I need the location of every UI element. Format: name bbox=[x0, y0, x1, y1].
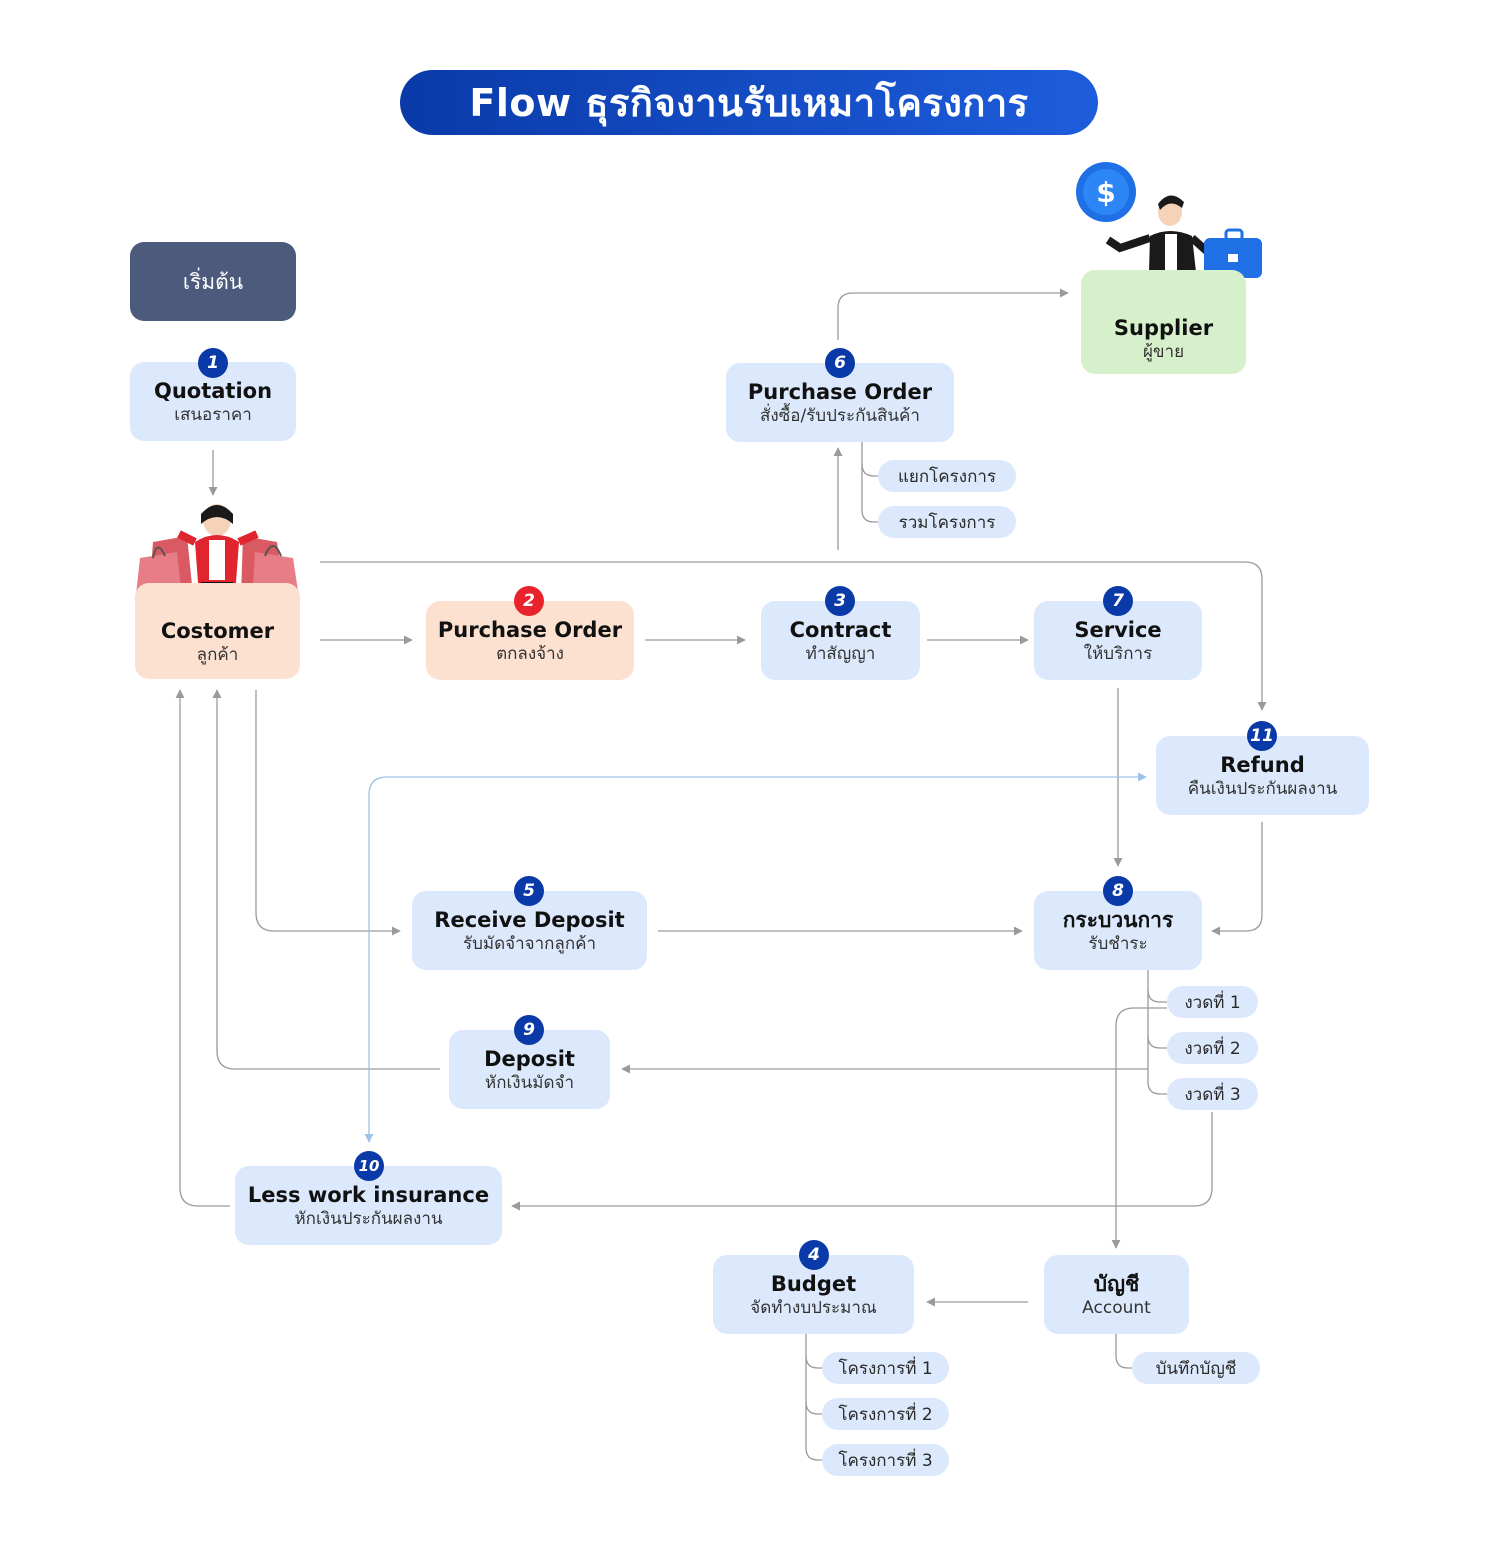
pill-combined-project: รวมโครงการ bbox=[878, 506, 1016, 538]
refund-sub: คืนเงินประกันผลงาน bbox=[1187, 778, 1338, 799]
less-work-title: Less work insurance bbox=[247, 1182, 490, 1207]
deposit-sub: หักเงินมัดจำ bbox=[485, 1072, 574, 1093]
quotation-title: Quotation bbox=[153, 378, 273, 403]
pill-account-record: บันทึกบัญชี bbox=[1132, 1352, 1260, 1384]
contract-sub: ทำสัญญา bbox=[805, 643, 876, 664]
arrow-lesswork-customer bbox=[175, 689, 230, 1207]
refund-title: Refund bbox=[1220, 752, 1305, 777]
supplier-sub: ผู้ขาย bbox=[1142, 342, 1185, 362]
arrow-installment-lesswork bbox=[511, 1112, 1213, 1211]
step-badge-3: 3 bbox=[825, 586, 855, 616]
supplier-person-icon: $ bbox=[1076, 162, 1262, 308]
pill-project-2: โครงการที่ 2 bbox=[822, 1398, 949, 1430]
step-badge-10: 10 bbox=[354, 1151, 384, 1181]
budget-sub: จัดทำงบประมาณ bbox=[750, 1297, 877, 1318]
less-work-sub: หักเงินประกันผลงาน bbox=[294, 1208, 443, 1229]
pill-installment-1: งวดที่ 1 bbox=[1167, 986, 1258, 1018]
po-customer-sub: ตกลงจ้าง bbox=[496, 643, 564, 664]
arrow-po-supplier bbox=[837, 288, 1069, 340]
pill-installment-3: งวดที่ 3 bbox=[1167, 1078, 1258, 1110]
deposit-node: Deposit หักเงินมัดจำ bbox=[449, 1030, 610, 1109]
account-node: บัญชี Account bbox=[1044, 1255, 1189, 1334]
receive-deposit-title: Receive Deposit bbox=[434, 907, 625, 932]
diagram-title: Flow ธุรกิจงานรับเหมาโครงการ bbox=[400, 70, 1098, 135]
pill-separate-project: แยกโครงการ bbox=[878, 460, 1016, 492]
step-badge-4: 4 bbox=[799, 1240, 829, 1270]
payment-process-sub: รับชำระ bbox=[1088, 933, 1148, 954]
customer-node: Costomer ลูกค้า bbox=[135, 583, 300, 679]
po-supplier-sub: สั่งซื้อ/รับประกันสินค้า bbox=[760, 405, 920, 426]
supplier-title: Supplier bbox=[1113, 316, 1214, 340]
svg-text:$: $ bbox=[1096, 176, 1115, 209]
arrow-customer-receive-deposit bbox=[255, 690, 401, 936]
refund-node: Refund คืนเงินประกันผลงาน bbox=[1156, 736, 1369, 815]
pill-project-3: โครงการที่ 3 bbox=[822, 1444, 949, 1476]
customer-sub: ลูกค้า bbox=[196, 645, 239, 665]
po-customer-title: Purchase Order bbox=[437, 617, 623, 642]
budget-node: Budget จัดทำงบประมาณ bbox=[713, 1255, 914, 1334]
po-supplier-title: Purchase Order bbox=[747, 379, 933, 404]
pill-installment-2: งวดที่ 2 bbox=[1167, 1032, 1258, 1064]
arrow-installment-account bbox=[1111, 1007, 1167, 1249]
step-badge-6: 6 bbox=[825, 348, 855, 378]
start-node: เริ่มต้น bbox=[130, 242, 296, 321]
pill-project-1: โครงการที่ 1 bbox=[822, 1352, 949, 1384]
contract-title: Contract bbox=[789, 617, 892, 642]
step-badge-8: 8 bbox=[1103, 876, 1133, 906]
account-sub: Account bbox=[1082, 1297, 1151, 1318]
arrow-customer-refund bbox=[320, 561, 1267, 711]
service-sub: ให้บริการ bbox=[1083, 643, 1153, 664]
arrow-deposit-customer bbox=[212, 689, 440, 1070]
deposit-title: Deposit bbox=[484, 1046, 575, 1071]
step-badge-9: 9 bbox=[514, 1015, 544, 1045]
start-label: เริ่มต้น bbox=[182, 269, 244, 294]
quotation-node: Quotation เสนอราคา bbox=[130, 362, 296, 441]
step-badge-5: 5 bbox=[514, 876, 544, 906]
arrow-refund-payment bbox=[1211, 822, 1263, 936]
contract-node: Contract ทำสัญญา bbox=[761, 601, 920, 680]
step-badge-11: 11 bbox=[1247, 721, 1277, 751]
payment-process-title: กระบวนการ bbox=[1062, 907, 1174, 932]
supplier-node: Supplier ผู้ขาย bbox=[1081, 270, 1246, 374]
budget-title: Budget bbox=[770, 1271, 857, 1296]
service-title: Service bbox=[1074, 617, 1162, 642]
customer-title: Costomer bbox=[160, 619, 275, 643]
step-badge-2: 2 bbox=[514, 586, 544, 616]
quotation-sub: เสนอราคา bbox=[174, 404, 252, 425]
step-badge-7: 7 bbox=[1103, 586, 1133, 616]
account-title: บัญชี bbox=[1093, 1271, 1140, 1296]
arrow-lesswork-refund bbox=[364, 772, 1147, 1143]
receive-deposit-sub: รับมัดจำจากลูกค้า bbox=[462, 933, 597, 954]
step-badge-1: 1 bbox=[198, 348, 228, 378]
